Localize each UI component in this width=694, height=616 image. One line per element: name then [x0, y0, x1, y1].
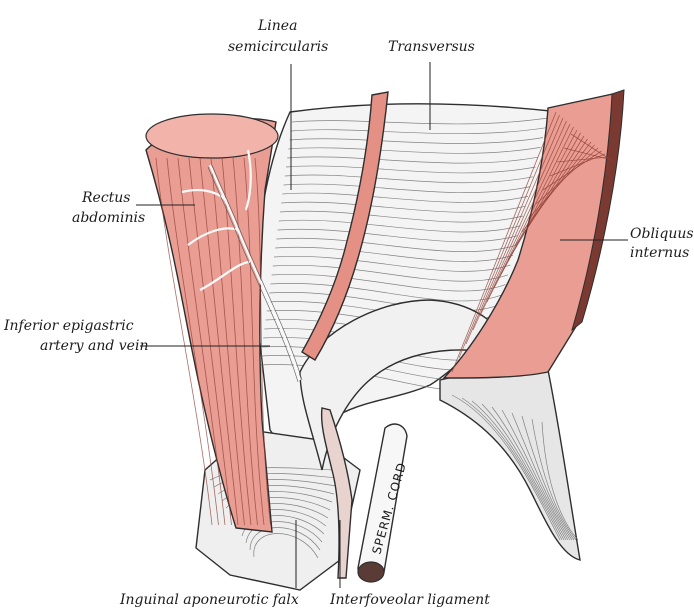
- fiber-line: [542, 150, 602, 191]
- fiber-line: [270, 283, 504, 302]
- fiber-line: [284, 174, 534, 184]
- fiber-line: [541, 421, 579, 541]
- fiber-line: [272, 264, 509, 282]
- fiber-line: [254, 157, 271, 526]
- fiber-line: [471, 400, 565, 541]
- spermatic-cord: SPERM. CORD: [357, 423, 409, 583]
- fiber-line: [277, 228, 519, 243]
- label-linea-line1: Linea: [257, 18, 297, 34]
- label-interfoveolar: Interfoveolar ligament: [329, 592, 490, 608]
- fiber-line: [481, 403, 567, 541]
- label-inguinal-falx: Inguinal aponeurotic falx: [119, 592, 299, 608]
- label-transversus: Transversus: [388, 39, 475, 55]
- fiber-line: [287, 156, 539, 164]
- fiber-line: [210, 157, 245, 526]
- fiber-line: [276, 237, 516, 253]
- fiber-line: [275, 246, 514, 262]
- rectus-cut-surface: [145, 113, 279, 159]
- fiber-line: [461, 397, 563, 541]
- fiber-line: [271, 273, 506, 292]
- label-obliquus-line1: Obliquus: [630, 226, 694, 242]
- fiber-line: [549, 153, 606, 177]
- fiber-line: [535, 147, 599, 205]
- fiber-line: [188, 157, 232, 526]
- fiber-line: [465, 117, 564, 345]
- label-rectus-line2: abdominis: [72, 210, 145, 226]
- fiber-line: [563, 147, 613, 161]
- fiber-line: [290, 127, 546, 135]
- fiber-line: [507, 135, 585, 261]
- label-obliquus-line2: internus: [630, 245, 689, 261]
- fiber-line: [177, 157, 226, 526]
- fiber-line: [521, 415, 575, 541]
- fiber-line: [451, 394, 561, 541]
- fiber-line: [278, 219, 521, 233]
- label-linea-line2: semicircularis: [228, 39, 328, 55]
- fiber-line: [285, 165, 536, 174]
- label-epigastric-line2: artery and vein: [40, 338, 148, 354]
- lower-fibers: [209, 394, 579, 559]
- fiber-line: [282, 192, 529, 203]
- fiber-line: [253, 533, 319, 559]
- fiber-line: [472, 120, 567, 331]
- fiber-line: [279, 210, 524, 223]
- label-rectus-line1: Rectus: [81, 190, 131, 206]
- fiber-line: [528, 144, 595, 219]
- rectus-fibers: [155, 157, 271, 526]
- fiber-line: [458, 114, 560, 359]
- fiber-line: [570, 133, 616, 164]
- fiber-line: [451, 111, 557, 373]
- fiber-line: [249, 527, 321, 551]
- rectus-abdominis-muscle: [145, 117, 277, 533]
- fiber-line: [479, 123, 571, 317]
- fiber-line: [531, 418, 577, 541]
- label-epigastric-line1: Inferior epigastric: [3, 318, 134, 334]
- obliquus-fibers: [451, 111, 616, 373]
- fiber-line: [514, 138, 588, 247]
- fiber-line: [281, 201, 526, 213]
- interfoveolar-ligament: [320, 407, 353, 579]
- transversus-cut-edge: [301, 91, 389, 361]
- fiber-line: [199, 157, 239, 526]
- fiber-line: [232, 157, 258, 526]
- fiber-line: [155, 157, 213, 526]
- fiber-line: [166, 157, 219, 526]
- fiber-line: [291, 117, 549, 125]
- fiber-line: [245, 521, 323, 544]
- leader-lines: [136, 62, 628, 588]
- inferior-epigastric-vessels-outline: [207, 164, 303, 383]
- fiber-line: [283, 183, 531, 193]
- fiber-line: [288, 147, 541, 154]
- fiber-line: [273, 255, 511, 272]
- fiber-line: [511, 412, 573, 541]
- fiber-line: [501, 409, 571, 541]
- fiber-line: [289, 137, 544, 144]
- fiber-line: [491, 406, 569, 541]
- obliquus-cut-edge: [571, 89, 625, 332]
- fiber-line: [556, 156, 609, 163]
